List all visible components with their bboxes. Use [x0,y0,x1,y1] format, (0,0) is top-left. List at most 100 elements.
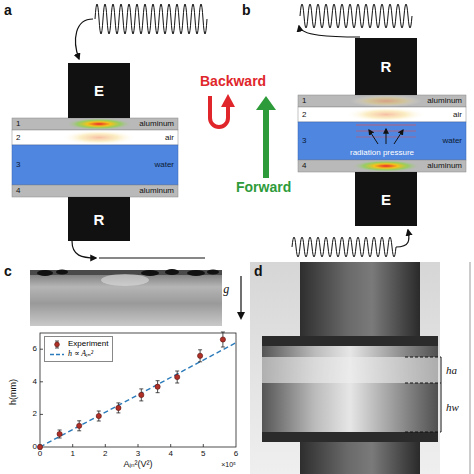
layer-number: 1 [302,97,306,105]
legend-entry: Experiment [49,339,108,349]
panel-c-art [30,269,245,450]
art-shape [12,145,178,185]
art-shape [187,270,205,276]
art-shape [405,357,441,358]
layer-number: 1 [16,120,20,128]
layer-number: 3 [16,161,20,169]
art-shape [30,270,222,326]
label-anchor: a [4,3,12,18]
label-anchor: 4 [168,450,172,459]
art-shape [105,444,106,447]
error-bar-sample [55,341,59,348]
art-shape [141,270,159,276]
art-shape [77,421,81,431]
tick-label: 0 [38,450,42,459]
direction-label: Backward [200,74,266,89]
art-shape [56,270,68,275]
art-shape [298,160,466,172]
art-shape [62,130,136,145]
art-shape [175,374,180,379]
axis-title: h(mm) [9,379,19,405]
art-shape [256,96,276,110]
art-shape [37,270,53,276]
label-anchor: 0 [33,443,37,452]
panel-letter: c [4,264,12,279]
label-anchor: Aᵢₙ²(V²) [124,460,153,470]
art-shape [155,384,160,389]
transducer-letter: E [381,192,391,207]
art-shape [262,383,438,432]
layer-name: water [442,137,462,145]
label-anchor: ×10⁵ [221,461,236,469]
art-shape [76,19,93,59]
art-shape [221,94,235,107]
label-anchor: h(mm) [9,379,19,405]
art-shape [139,392,144,397]
art-shape [300,262,420,336]
label-anchor: b [242,3,251,18]
art-shape [298,122,466,160]
label-anchor: 1 [70,450,74,459]
direction-label: Forward [236,180,291,195]
art-shape [298,95,466,107]
art-shape [57,431,62,436]
art-shape [203,444,204,447]
fit-line-sample [50,353,64,354]
layer-name: air [453,111,462,119]
material-layer: 4aluminum [298,160,466,172]
tick-label: 2 [33,410,37,419]
art-shape [40,381,43,382]
legend-text: Experiment [68,340,108,348]
layer-name: aluminum [139,187,174,195]
art-shape [220,337,225,342]
label-anchor: d [254,264,263,279]
art-shape [240,276,241,313]
art-shape [116,405,121,410]
material-layer: 1aluminum [12,118,178,130]
art-shape [300,4,412,28]
tick-label: 4 [168,450,172,459]
art-shape [138,444,139,447]
art-shape [38,445,42,449]
art-shape [394,130,403,144]
legend-entry: h ∝ Aᵢₙ² [49,349,108,359]
axis-multiplier: ×10⁵ [221,461,236,469]
layer-name: air [165,134,174,142]
label-anchor: Backward [200,74,266,89]
art-shape [262,346,438,357]
art-shape [72,241,96,258]
label-anchor: 6 [234,450,238,459]
art-shape [369,130,378,144]
legend-text: h ∝ Aᵢₙ² [68,350,93,358]
tick-label: 1 [70,450,74,459]
panel-d-art [250,262,470,474]
art-shape [198,353,203,358]
tick-label: 0 [33,443,37,452]
art-shape [96,413,101,418]
art-shape [299,26,360,37]
art-shape [12,185,178,197]
label-anchor: c [4,264,12,279]
panel-a-art [12,4,235,258]
art-shape [263,108,269,178]
art-shape [40,349,203,447]
art-shape [346,107,426,122]
tick-label: 2 [103,450,107,459]
legend-sample [49,340,65,349]
dimension-label: ha [446,364,457,376]
transducer-letter: R [381,59,392,74]
material-layer: 1aluminum [298,95,466,107]
label-anchor: 3 [136,450,140,459]
material-layer: 3radiation pressurewater [298,122,466,160]
layer-number: 2 [16,134,20,142]
layer-number: 4 [302,162,306,170]
art-shape [405,432,441,433]
label-anchor: 6 [33,345,37,354]
art-shape [58,430,62,438]
art-shape [40,333,236,447]
layer-number: 3 [302,137,306,145]
art-shape [97,411,101,421]
panel-letter: a [4,3,12,18]
layer-number: 2 [302,111,306,119]
panel-letter: d [254,264,263,279]
